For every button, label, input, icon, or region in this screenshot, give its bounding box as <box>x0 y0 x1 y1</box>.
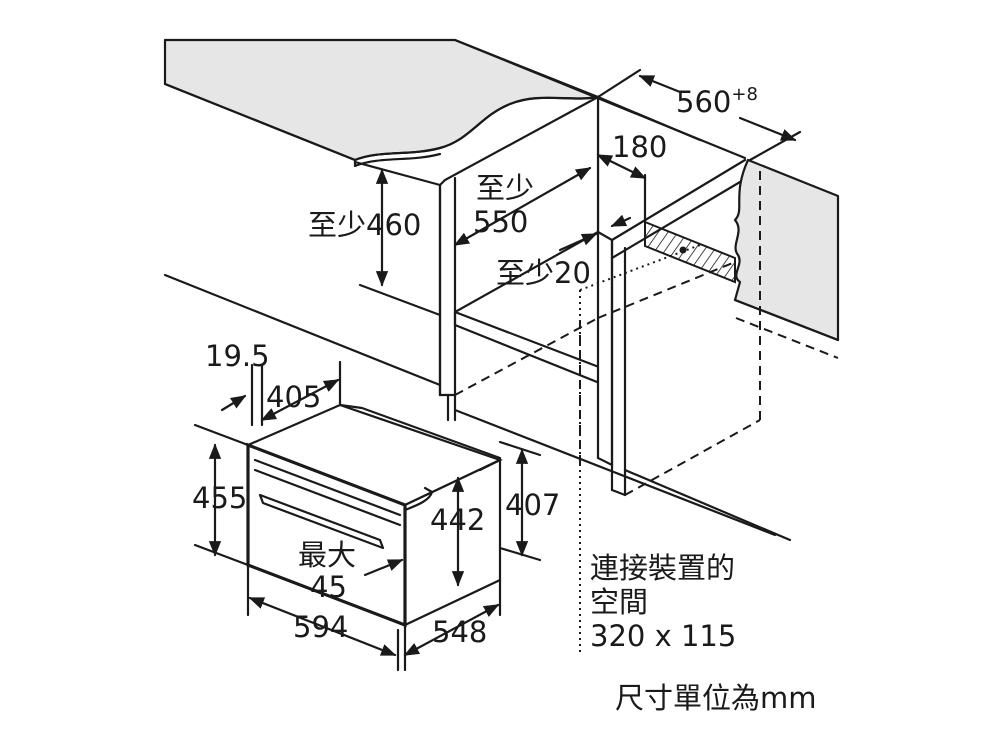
label-405: 405 <box>266 380 321 414</box>
label-connection-line1: 連接裝置的 <box>590 551 735 585</box>
label-560-value: 560 <box>676 85 731 119</box>
label-max-45-value: 45 <box>310 570 347 604</box>
label-455: 455 <box>192 481 247 515</box>
countertop-left <box>163 38 600 168</box>
label-min-20: 至少20 <box>496 256 591 290</box>
label-560-sup: +8 <box>731 84 758 105</box>
label-min-460: 至少460 <box>308 208 421 242</box>
dimension-lines <box>193 68 802 672</box>
label-connection-size: 320 x 115 <box>590 619 736 653</box>
label-594: 594 <box>293 610 348 644</box>
label-407: 407 <box>505 488 560 522</box>
label-max-45-top: 最大 <box>298 538 356 572</box>
label-min-550-value: 550 <box>473 205 528 239</box>
label-unit-note: 尺寸單位為mm <box>615 681 817 715</box>
label-180: 180 <box>612 130 667 164</box>
label-560: 560+8 <box>676 84 758 119</box>
label-min-550-top: 至少 <box>476 171 534 205</box>
connection-box <box>579 173 736 655</box>
label-442: 442 <box>430 503 485 537</box>
label-548: 548 <box>432 615 487 649</box>
label-19-5: 19.5 <box>205 339 270 373</box>
label-connection-line2: 空間 <box>590 585 648 619</box>
countertop-right <box>733 158 840 359</box>
